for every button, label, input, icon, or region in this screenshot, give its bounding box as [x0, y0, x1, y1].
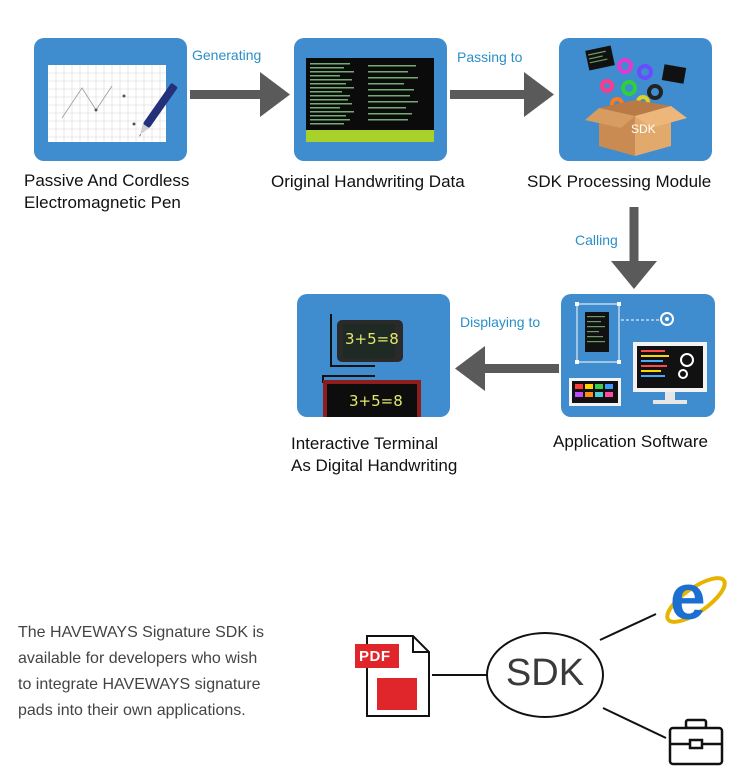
- sdk-description: The HAVEWAYS Signature SDK is available …: [18, 624, 265, 719]
- arrow-right-generating: [190, 72, 290, 117]
- arrow-label-passing: Passing to: [457, 49, 523, 65]
- arrow-label-generating: Generating: [192, 47, 262, 63]
- sdk-module-caption: SDK Processing Module: [527, 172, 712, 191]
- internet-explorer-icon: e: [660, 562, 732, 636]
- sdk-center-label: SDK: [505, 652, 585, 694]
- graph-paper-pen-icon: [48, 65, 178, 142]
- sdk-box-label: SDK: [631, 122, 656, 136]
- arrow-left-displaying: [455, 346, 559, 391]
- terminal-screen-icon: [306, 58, 434, 142]
- application-screens-icon: [569, 302, 707, 406]
- interactive-terminal-tile: 3+5=8 3+5=8: [297, 294, 450, 417]
- pdf-file-icon: PDF: [355, 634, 433, 718]
- toolbox-icon: [668, 718, 724, 768]
- pen-caption: Passive And Cordless Electromagnetic Pen: [24, 171, 190, 212]
- arrow-label-displaying: Displaying to: [460, 314, 541, 330]
- application-software-tile: [561, 294, 715, 417]
- application-software-caption: Application Software: [553, 432, 708, 451]
- arrow-label-calling: Calling: [575, 232, 618, 248]
- handwriting-data-caption: Original Handwriting Data: [271, 172, 465, 191]
- terminal-devices-icon: [322, 314, 421, 417]
- arrow-down-calling: [611, 207, 657, 289]
- sdk-box-gears-icon: [585, 45, 687, 156]
- interactive-terminal-caption: Interactive Terminal As Digital Handwrit…: [291, 434, 458, 475]
- ie-letter: e: [670, 561, 706, 633]
- arrow-right-passing: [450, 72, 554, 117]
- monitor-equation: 3+5=8: [349, 392, 403, 410]
- pdf-label: PDF: [359, 648, 391, 665]
- pen-tile: [34, 38, 187, 161]
- sdk-module-tile: SDK: [559, 38, 712, 161]
- sdk-ellipse: SDK: [486, 632, 604, 718]
- tablet-equation: 3+5=8: [345, 330, 399, 348]
- handwriting-data-tile: [294, 38, 447, 161]
